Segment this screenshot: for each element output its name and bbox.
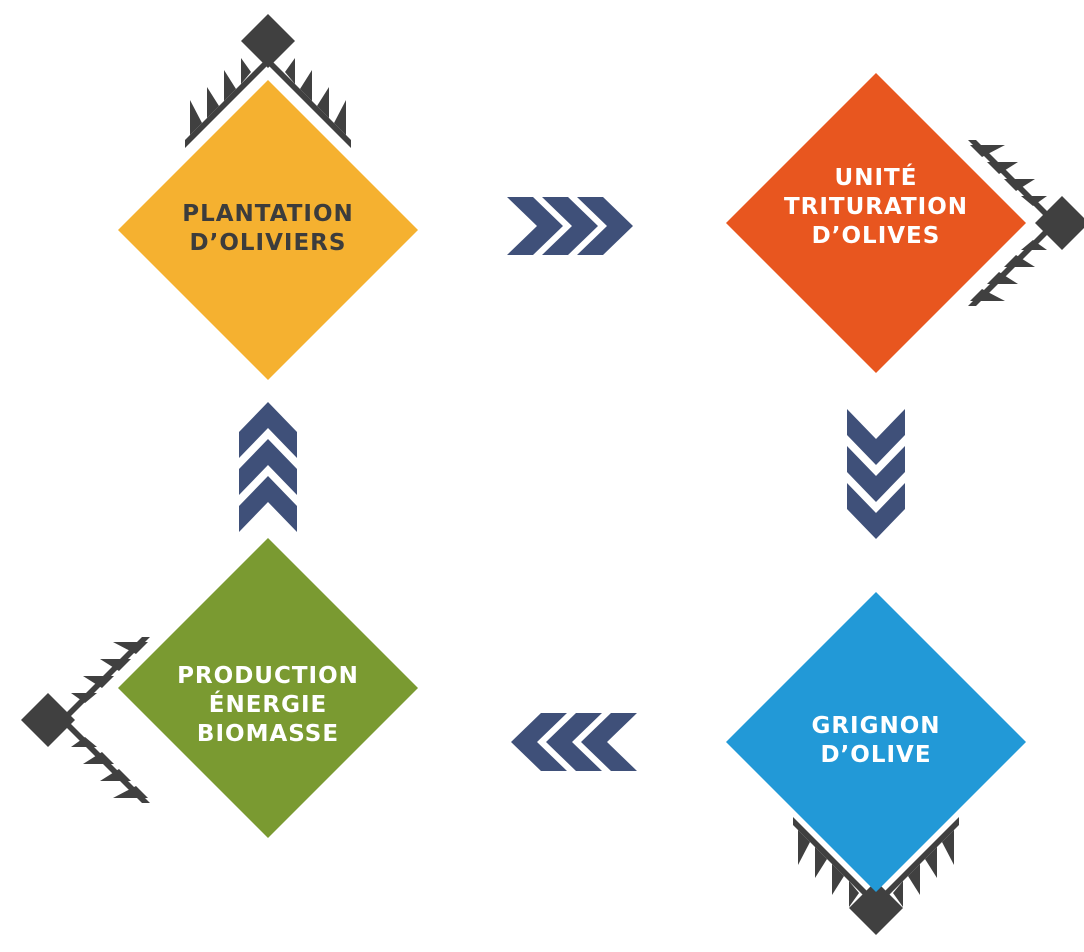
- grignon-label: GRIGNON D’OLIVE: [776, 712, 976, 770]
- trituration-label-line-3: D’OLIVES: [811, 223, 941, 249]
- grignon-diamond: [726, 592, 1026, 892]
- grignon-label-line-1: GRIGNON: [811, 713, 941, 739]
- plantation-label-line-2: D’OLIVIERS: [189, 230, 347, 256]
- biomasse-label: PRODUCTION ÉNERGIE BIOMASSE: [158, 662, 378, 749]
- trituration-diamond: [726, 73, 1026, 373]
- biomasse-ornament: [21, 637, 150, 803]
- plantation-label-line-1: PLANTATION: [182, 201, 354, 227]
- arrow-left-chevrons: [511, 713, 637, 771]
- trituration-ornament: [968, 140, 1084, 306]
- grignon-label-line-2: D’OLIVE: [820, 742, 932, 768]
- arrow-down-chevrons: [847, 409, 905, 539]
- arrow-up-chevrons: [239, 402, 297, 532]
- trituration-label: UNITÉ TRITURATION D’OLIVES: [776, 164, 976, 251]
- trituration-label-line-2: TRITURATION: [783, 194, 969, 220]
- biomasse-diamond: [118, 538, 418, 838]
- biomasse-label-line-3: BIOMASSE: [196, 721, 340, 747]
- biomasse-label-line-1: PRODUCTION: [177, 663, 359, 689]
- arrow-right-chevrons: [507, 197, 633, 255]
- plantation-ornament: [185, 14, 351, 148]
- grignon-ornament: [793, 817, 959, 935]
- biomasse-label-line-2: ÉNERGIE: [208, 692, 328, 718]
- plantation-label: PLANTATION D’OLIVIERS: [168, 200, 368, 258]
- trituration-label-line-1: UNITÉ: [834, 165, 918, 191]
- plantation-diamond: [118, 80, 418, 380]
